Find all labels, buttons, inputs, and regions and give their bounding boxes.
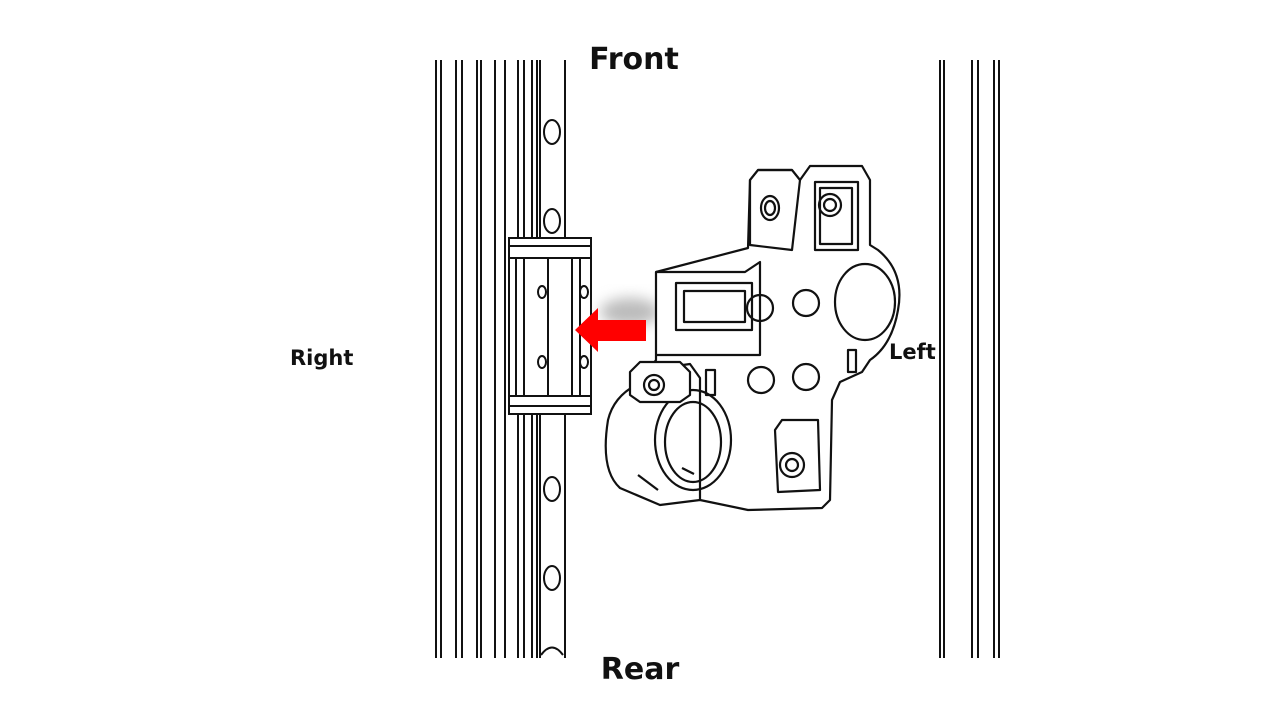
rail-hole	[543, 119, 561, 145]
left-arrow-icon	[575, 308, 646, 352]
left-label: Left	[889, 340, 936, 364]
rail-hole	[543, 565, 561, 591]
right-label: Right	[290, 346, 354, 370]
carriage-screw-hole	[579, 285, 589, 299]
rail-hole	[540, 646, 564, 656]
motion-shadow	[600, 298, 660, 326]
carriage-screw-hole	[537, 285, 547, 299]
carriage-screw-hole	[537, 355, 547, 369]
rear-label: Rear	[600, 652, 680, 687]
mount-bracket	[604, 164, 901, 512]
carriage-screw-hole	[579, 355, 589, 369]
front-label: Front	[589, 42, 679, 77]
right-extrusion	[939, 60, 1000, 658]
rail-carriage	[508, 237, 592, 415]
rail-hole	[543, 476, 561, 502]
rail-hole	[543, 208, 561, 234]
